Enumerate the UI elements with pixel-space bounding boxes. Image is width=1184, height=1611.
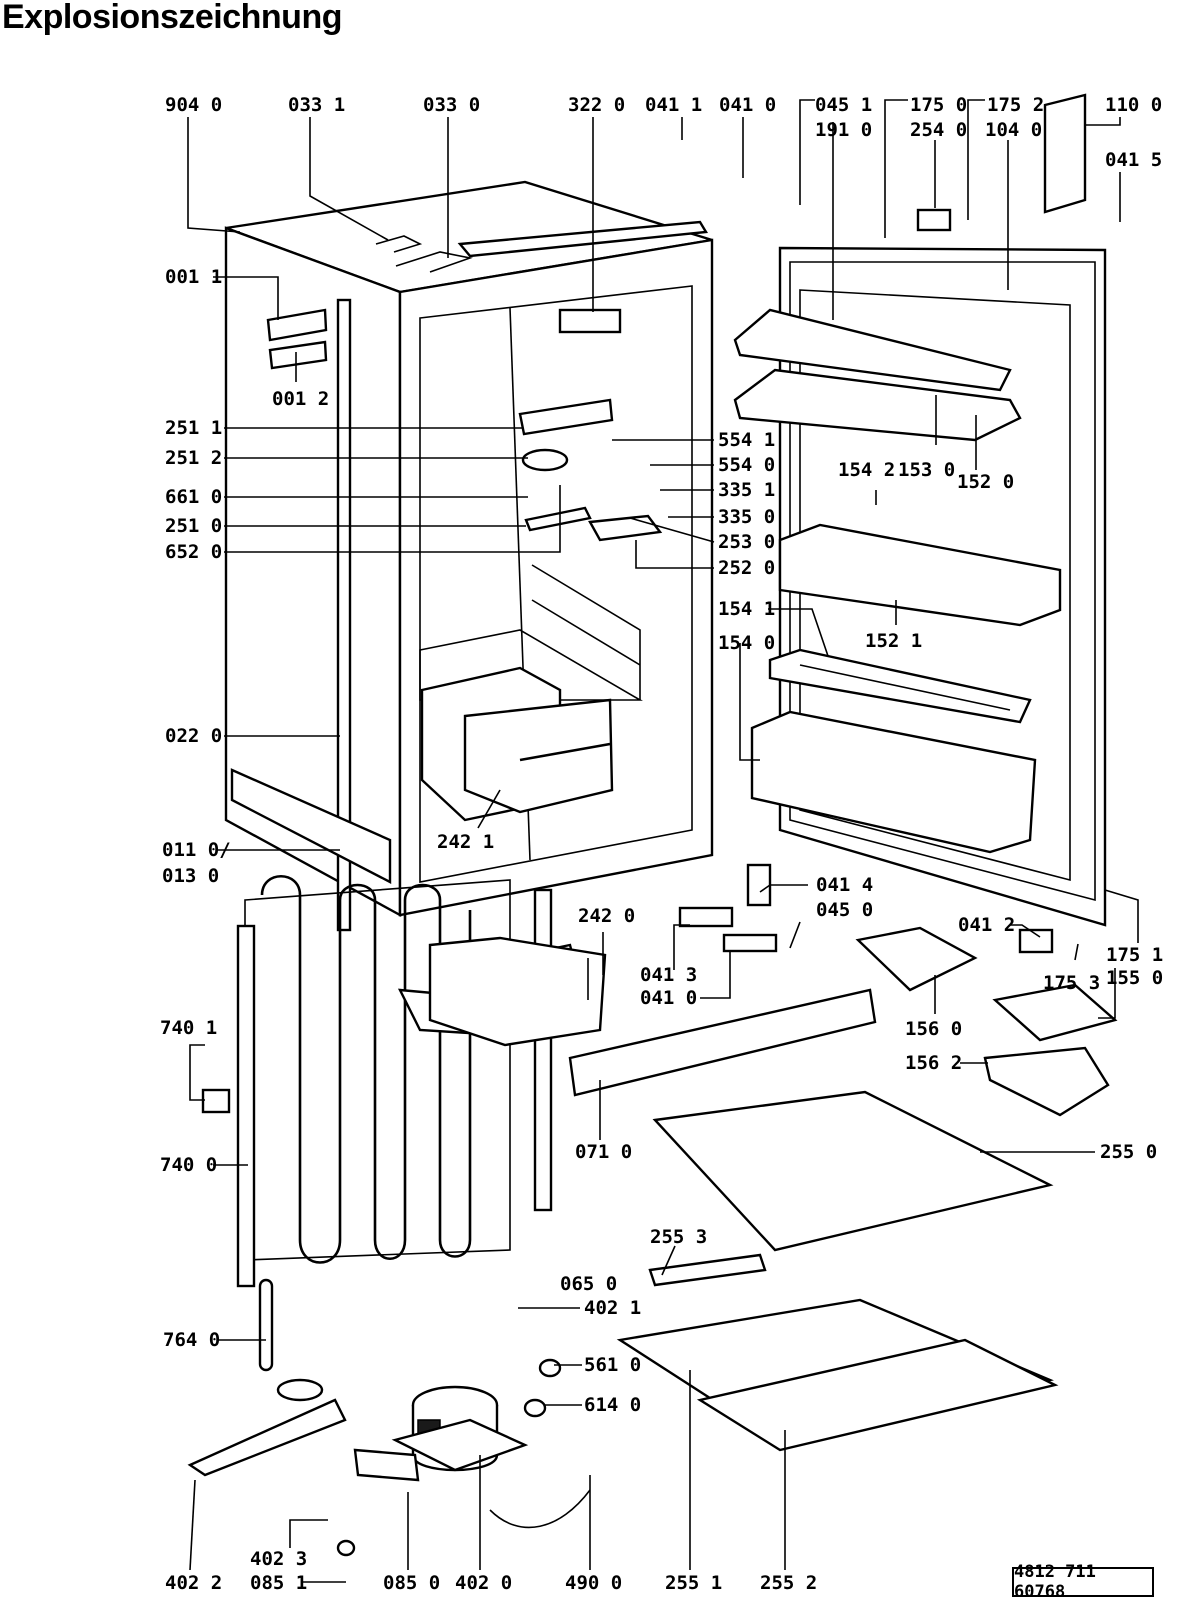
callout-label: 661 0 [165,486,222,508]
callout-label: 904 0 [165,94,222,116]
callout-label: 251 0 [165,515,222,537]
callout-label: 253 0 [718,531,775,553]
callout-label: 251 1 [165,417,222,439]
door-assembly [733,93,1107,927]
callout-label: 065 0 [560,1273,617,1295]
callout-label: 041 5 [1105,149,1162,171]
callout-label: 652 0 [165,541,222,563]
callout-label: 154 2 [838,459,895,481]
callout-label: 402 1 [584,1297,641,1319]
callout-label: 740 1 [160,1017,217,1039]
callout-label: 322 0 [568,94,625,116]
callout-label: 254 0 [910,119,967,141]
callout-label: 175 1 [1106,944,1163,966]
callout-label: 561 0 [584,1354,641,1376]
callout-label: 033 1 [288,94,345,116]
callout-labels: 904 0 033 1 033 0 322 0 041 1 041 0 045 … [160,94,1163,1594]
callout-label: 255 3 [650,1226,707,1248]
callout-label: 153 0 [898,459,955,481]
callout-label: 045 0 [816,899,873,921]
callout-label: 740 0 [160,1154,217,1176]
callout-label: 255 2 [760,1572,817,1594]
callout-label: 001 1 [165,266,222,288]
callout-label: 614 0 [584,1394,641,1416]
callout-label: 001 2 [272,388,329,410]
callout-label: 156 0 [905,1018,962,1040]
callout-label: 152 0 [957,471,1014,493]
compressor-assembly [187,863,1118,1557]
callout-label: 156 2 [905,1052,962,1074]
callout-label: 255 0 [1100,1141,1157,1163]
document-number: 4812 711 60768 [1012,1562,1154,1602]
callout-label: 242 1 [437,831,494,853]
callout-label: 041 3 [640,964,697,986]
callout-label: 011 0/ [162,839,231,861]
callout-label: 041 4 [816,874,873,896]
callout-label: 155 0 [1106,967,1163,989]
callout-label: 402 2 [165,1572,222,1594]
callout-label: 022 0 [165,725,222,747]
cabinet-body [224,180,714,932]
callout-label: 154 1 [718,598,775,620]
callout-label: 045 1 [815,94,872,116]
callout-label: 085 0 [383,1572,440,1594]
callout-label: 071 0 [575,1141,632,1163]
page-title: Explosionszeichnung [2,0,342,36]
callout-label: 175 2 [987,94,1044,116]
callout-label: 251 2 [165,447,222,469]
callout-label: 033 0 [423,94,480,116]
callout-label: 175 3 [1043,972,1100,994]
callout-label: 335 0 [718,506,775,528]
callout-label: 490 0 [565,1572,622,1594]
callout-label: 175 0 [910,94,967,116]
callout-label: 110 0 [1105,94,1162,116]
callout-label: 041 0 [640,987,697,1009]
callout-label: 255 1 [665,1572,722,1594]
callout-label: 191 0 [815,119,872,141]
callout-label: 242 0 [578,905,635,927]
leader-lines [187,99,1139,1583]
callout-label: 335 1 [718,479,775,501]
callout-label: 041 0 [719,94,776,116]
callout-label: 154 0 [718,632,775,654]
callout-label: 402 3 [250,1548,307,1570]
callout-label: 085 1 [250,1572,307,1594]
callout-label: 402 0 [455,1572,512,1594]
callout-label: 041 1 [645,94,702,116]
callout-label: 152 1 [865,630,922,652]
callout-label: 104 0 [985,119,1042,141]
callout-label: 764 0 [163,1329,220,1351]
callout-label: 252 0 [718,557,775,579]
callout-label: 554 0 [718,454,775,476]
callout-label: 041 2 [958,914,1015,936]
callout-label: 554 1 [718,429,775,451]
callout-label: 013 0 [162,865,219,887]
